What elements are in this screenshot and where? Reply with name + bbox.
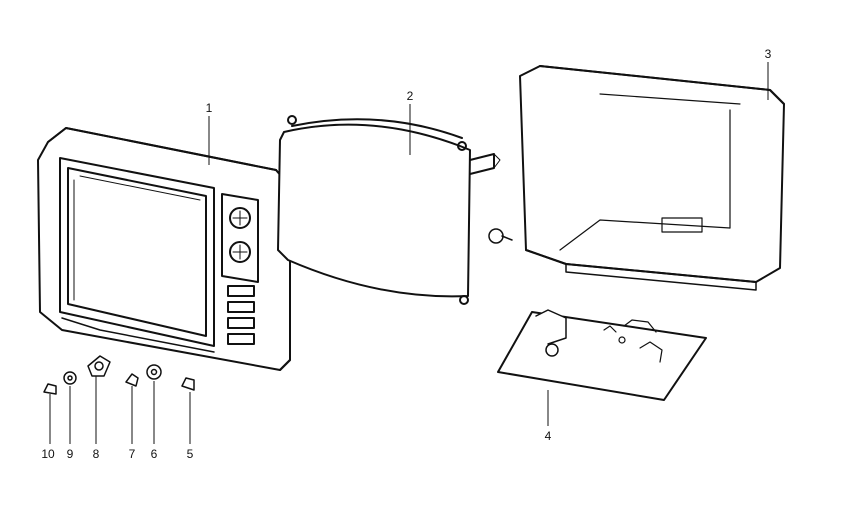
leader-lines	[49, 62, 769, 444]
rear-cabinet-part	[519, 65, 785, 291]
callout-7: 7	[129, 447, 136, 461]
picture-tube-part	[277, 115, 501, 305]
knob-part-5	[181, 377, 195, 391]
knob-part-8	[87, 355, 111, 377]
knob-part-10	[43, 383, 57, 395]
callout-5: 5	[187, 447, 194, 461]
front-bezel-part	[37, 127, 291, 371]
callout-2: 2	[407, 89, 414, 103]
knob-part-6	[146, 364, 162, 380]
callout-3: 3	[765, 47, 772, 61]
callout-10: 10	[41, 447, 55, 461]
chassis-board-part	[497, 309, 707, 401]
callout-4: 4	[545, 429, 552, 443]
tube-socket-part	[488, 228, 513, 244]
callout-6: 6	[151, 447, 158, 461]
knob-part-7	[125, 373, 139, 387]
callout-9: 9	[67, 447, 74, 461]
knob-part-9	[63, 371, 77, 385]
callout-1: 1	[206, 101, 213, 115]
callout-8: 8	[93, 447, 100, 461]
